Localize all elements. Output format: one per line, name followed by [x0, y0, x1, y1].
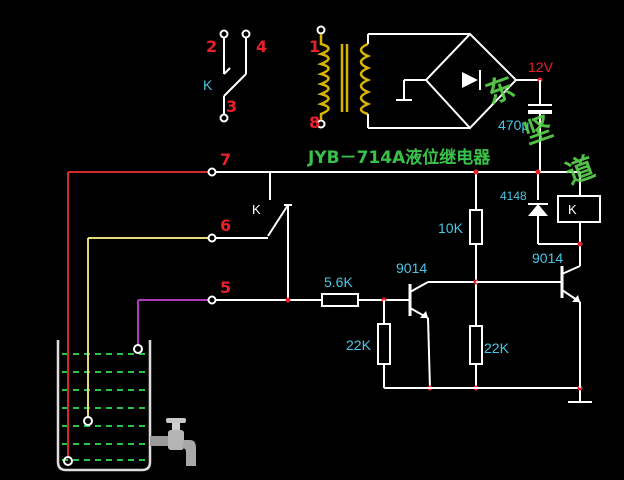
resistor-22k-lower: 22K	[469, 325, 510, 391]
pin-4-label: 4	[256, 37, 267, 56]
diode-4148-label: 4148	[500, 189, 527, 203]
water-tank	[56, 340, 152, 472]
resistor-10k-label: 10K	[438, 220, 464, 236]
ground-rail	[384, 385, 592, 403]
pin-3-label: 3	[226, 97, 237, 116]
transformer: 1 8	[309, 25, 372, 132]
terminal-5: 5	[138, 278, 322, 305]
relay-coil-circuit: 4148 K	[500, 169, 601, 266]
terminal-6: 6	[88, 216, 268, 243]
probe-red	[63, 172, 73, 466]
resistor-22k-lower-label: 22K	[484, 340, 510, 356]
transistor-q2-label: 9014	[532, 250, 563, 266]
supply-12v-label: 12V	[528, 59, 554, 75]
capacitor-label: 470μ	[498, 117, 529, 133]
probe-yellow	[83, 238, 93, 426]
watermark-char-3: 道	[561, 150, 599, 191]
relay-k-label: K	[252, 202, 261, 217]
pin-8-label: 8	[309, 113, 320, 132]
pin-5-label: 5	[220, 278, 231, 297]
relay-contact-symbol: 2 4 3 K	[203, 29, 267, 123]
transistor-q1: 9014	[396, 260, 476, 391]
transistor-q1-label: 9014	[396, 260, 427, 276]
contact-k-label: K	[203, 77, 213, 93]
transistor-q2: 9014	[476, 250, 581, 388]
diagram-title: JYB－714A液位继电器	[307, 147, 491, 168]
resistor-22k-base: 22K	[346, 300, 391, 388]
resistor-10k: 10K	[438, 169, 483, 326]
relay-coil-k-label: K	[568, 202, 577, 217]
bridge-rectifier	[368, 32, 543, 130]
relay-contact-k: K	[252, 172, 292, 300]
pin-1-label: 1	[309, 37, 320, 56]
resistor-5k6: 5.6K	[321, 274, 410, 307]
terminal-7-rail: 7	[68, 150, 580, 177]
faucet-icon	[150, 418, 196, 466]
pin-6-label: 6	[220, 216, 231, 235]
pin-2-label: 2	[206, 37, 217, 56]
resistor-5k6-label: 5.6K	[324, 274, 353, 290]
pin-7-label: 7	[220, 150, 231, 169]
filter-capacitor: 12V 470μ	[498, 59, 554, 172]
probe-purple	[133, 300, 143, 354]
resistor-22k-base-label: 22K	[346, 337, 372, 353]
